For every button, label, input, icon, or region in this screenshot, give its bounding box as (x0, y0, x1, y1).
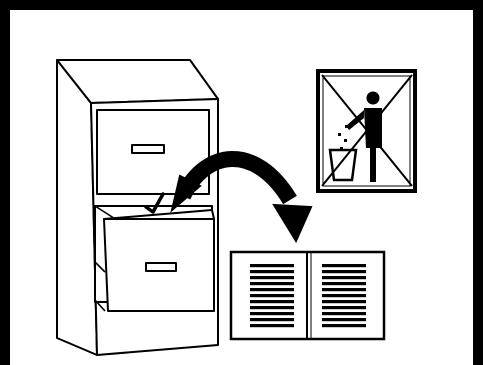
no-littering-icon (316, 69, 417, 193)
left-page-text-lines (250, 264, 294, 328)
curved-arrow-icon (170, 151, 313, 244)
upper-drawer-handle (131, 144, 165, 154)
right-page-text-lines (322, 264, 366, 328)
open-drawer-icon (103, 209, 215, 312)
lower-drawer-handle (145, 262, 177, 272)
open-manual-icon (229, 250, 386, 341)
checkmark-icon (144, 192, 165, 214)
file-cabinet-icon (56, 59, 219, 356)
